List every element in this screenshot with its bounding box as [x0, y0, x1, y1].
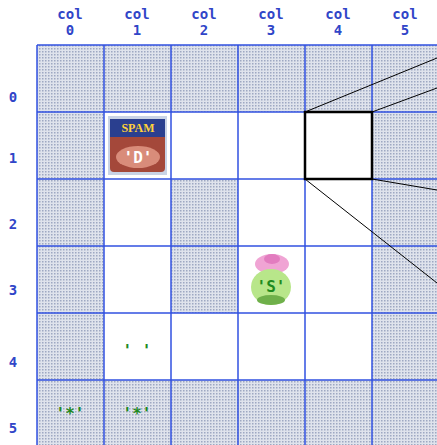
- column-header: col 4: [321, 6, 355, 38]
- focus-box: [305, 112, 372, 179]
- zoom-lines: [305, 58, 437, 283]
- cell-symbol: 'D': [124, 148, 153, 167]
- column-header: col 2: [187, 6, 221, 38]
- row-number: 4: [9, 354, 17, 370]
- floor: [37, 45, 437, 445]
- grid-lines: [37, 45, 437, 445]
- column-header: col 3: [254, 6, 288, 38]
- row-number: 1: [9, 150, 17, 166]
- cell-symbol: 'S': [257, 277, 286, 296]
- can-label: SPAM: [121, 121, 154, 136]
- cell-symbol: ' ': [123, 341, 152, 360]
- player-character: [251, 254, 291, 305]
- column-header: col 0: [53, 6, 87, 38]
- row-number: 2: [9, 216, 17, 232]
- row-number: 0: [9, 89, 17, 105]
- row-number: 5: [9, 420, 17, 436]
- cell-symbol: '*': [123, 404, 152, 423]
- spam-can: [108, 116, 167, 175]
- column-header: col 1: [120, 6, 154, 38]
- walls: [37, 45, 437, 445]
- column-header: col 5: [388, 6, 422, 38]
- row-number: 3: [9, 282, 17, 298]
- cell-symbol: '*': [56, 404, 85, 423]
